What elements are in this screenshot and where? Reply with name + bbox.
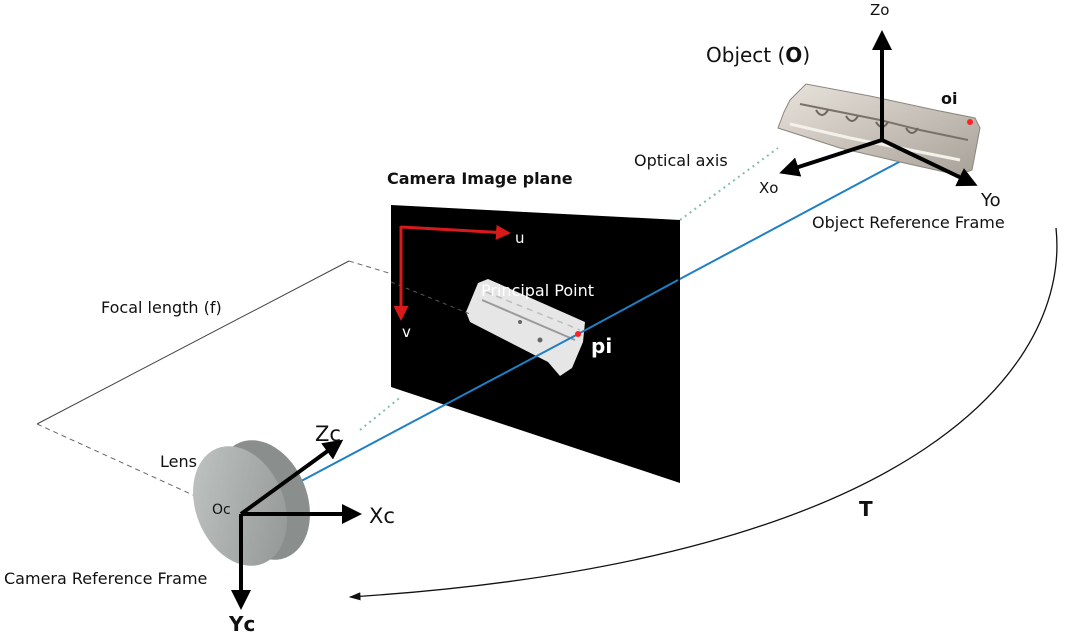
xc-label: Xc <box>369 504 395 528</box>
optical-axis-dots-lower <box>359 395 403 431</box>
projection-ray-mid <box>579 279 679 334</box>
yo-axis-arrow <box>881 138 978 187</box>
pi-point <box>575 331 581 337</box>
optical-axis-dots-upper <box>679 147 779 221</box>
projected-object <box>466 279 585 376</box>
lens-label: Lens <box>160 452 197 471</box>
oc-label: Oc <box>212 502 231 518</box>
zo-label: Zo <box>870 1 889 19</box>
lens <box>193 440 310 566</box>
object-frame-label: Object Reference Frame <box>812 213 1005 232</box>
oi-point <box>967 119 973 125</box>
focal-length-label: Focal length (f) <box>101 298 222 317</box>
focal-length-line <box>36 260 350 425</box>
yo-label: Yo <box>980 190 1001 211</box>
oi-label: oi <box>941 89 957 108</box>
object-title: Object (O) <box>706 43 810 67</box>
t-label: T <box>859 497 873 521</box>
transformation-arc <box>348 227 1058 601</box>
pi-label: pi <box>591 334 612 358</box>
optical-axis-label: Optical axis <box>634 151 728 170</box>
zc-axis-arrow <box>239 439 344 516</box>
principal-point-label: Principal Point <box>481 281 594 300</box>
xo-label: Xo <box>759 179 778 197</box>
zc-label: Zc <box>315 422 341 446</box>
image-plane-title: Camera Image plane <box>387 169 573 188</box>
focal-extension-bottom <box>36 423 205 501</box>
v-label: v <box>402 323 411 341</box>
xo-axis-arrow <box>779 138 883 177</box>
yc-label: Yc <box>228 612 255 635</box>
u-axis-arrow <box>400 224 511 240</box>
camera-frame-label: Camera Reference Frame <box>4 569 207 588</box>
u-label: u <box>515 229 525 247</box>
dashed-plane-line <box>390 281 471 315</box>
